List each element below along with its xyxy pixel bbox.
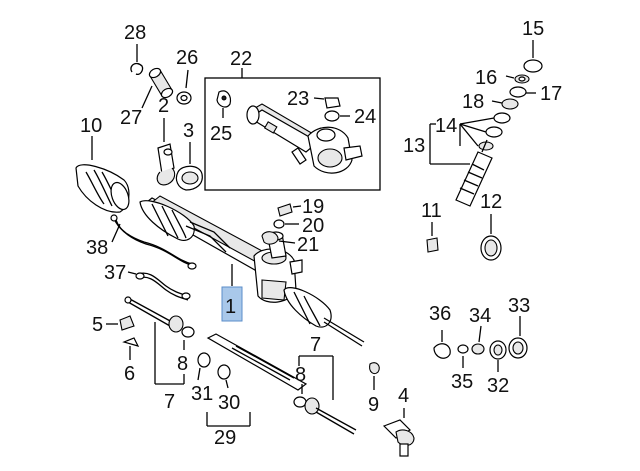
clip-6-part <box>122 337 140 360</box>
callout-22[interactable]: 22 <box>230 48 252 70</box>
pressure-line-38-part <box>110 214 197 270</box>
nut-16-part <box>505 74 530 84</box>
bracket-2-part <box>156 118 176 186</box>
bracket-3-part <box>175 142 203 191</box>
callout-2[interactable]: 2 <box>158 95 169 117</box>
callout-38[interactable]: 38 <box>86 237 108 259</box>
seal-23-part <box>313 97 341 109</box>
callout-24[interactable]: 24 <box>354 106 376 128</box>
callout-8-right[interactable]: 8 <box>295 364 306 386</box>
rack-housing-part <box>246 103 363 174</box>
callout-28[interactable]: 28 <box>124 22 146 44</box>
selected-callout-highlight <box>221 286 243 322</box>
callout-14[interactable]: 14 <box>435 115 457 137</box>
rack-assembly-part <box>139 195 365 347</box>
tie-rod-end-4-part <box>382 408 415 457</box>
callout-30[interactable]: 30 <box>218 392 240 414</box>
inner-tie-rod-right-part <box>293 396 357 435</box>
bellows-boot-10-part <box>75 136 130 213</box>
callout-8-left[interactable]: 8 <box>177 353 188 375</box>
callout-29[interactable]: 29 <box>214 427 236 449</box>
callout-26[interactable]: 26 <box>176 47 198 69</box>
callout-35[interactable]: 35 <box>451 371 473 393</box>
callout-1[interactable]: 1 <box>225 296 236 318</box>
bushing-27-part <box>141 67 174 109</box>
grommet-12-part <box>480 214 502 261</box>
snap-ring-28-part <box>130 44 144 76</box>
inner-tie-rod-left-part <box>124 296 173 327</box>
callout-6[interactable]: 6 <box>124 363 135 385</box>
washer-35-part <box>457 344 469 368</box>
seal-25-part <box>216 90 232 118</box>
callout-23[interactable]: 23 <box>287 88 309 110</box>
seal-36-part <box>433 330 451 359</box>
seal-24-part <box>324 110 350 122</box>
callout-3[interactable]: 3 <box>183 120 194 142</box>
callout-27[interactable]: 27 <box>120 107 142 129</box>
seal-21-part <box>261 231 296 245</box>
callout-36[interactable]: 36 <box>429 303 451 325</box>
callout-20[interactable]: 20 <box>302 215 324 237</box>
callout-10[interactable]: 10 <box>80 115 102 137</box>
callout-17[interactable]: 17 <box>540 83 562 105</box>
seal-31-part <box>197 352 211 381</box>
callout-18[interactable]: 18 <box>462 91 484 113</box>
return-line-37-part <box>127 271 191 301</box>
callout-16[interactable]: 16 <box>475 67 497 89</box>
inset-frame <box>204 77 381 191</box>
callout-4[interactable]: 4 <box>398 385 409 407</box>
callout-12[interactable]: 12 <box>480 191 502 213</box>
bearing-18-part <box>491 98 519 110</box>
cap-9-part <box>369 362 380 390</box>
ball-joint-left-part <box>168 315 195 350</box>
nut-34-part <box>471 325 485 355</box>
callout-5[interactable]: 5 <box>92 314 103 336</box>
callout-15[interactable]: 15 <box>522 18 544 40</box>
seals-14-part <box>459 112 511 151</box>
callout-21[interactable]: 21 <box>297 234 319 256</box>
callout-34[interactable]: 34 <box>469 305 491 327</box>
cap-15-part <box>523 40 543 73</box>
callout-11[interactable]: 11 <box>421 200 442 222</box>
nut-11-part <box>426 222 439 253</box>
callout-25[interactable]: 25 <box>210 123 232 145</box>
bushing-32-part <box>489 340 507 372</box>
callout-9[interactable]: 9 <box>368 394 379 416</box>
washer-26-part <box>176 69 192 105</box>
callout-33[interactable]: 33 <box>508 295 530 317</box>
washer-17-part <box>509 86 536 98</box>
rack-bar-29-part <box>206 333 308 391</box>
seal-19-part <box>277 203 302 217</box>
callout-7-left[interactable]: 7 <box>164 391 175 413</box>
callout-32[interactable]: 32 <box>487 375 509 397</box>
seal-33-part <box>508 316 528 359</box>
callout-31[interactable]: 31 <box>191 383 213 405</box>
callout-13[interactable]: 13 <box>403 135 425 157</box>
callout-37[interactable]: 37 <box>104 262 126 284</box>
callout-19[interactable]: 19 <box>302 196 324 218</box>
pinion-13-part <box>429 123 493 207</box>
seal-30-part <box>217 364 231 389</box>
callout-7-right[interactable]: 7 <box>310 334 321 356</box>
seal-20-part <box>273 219 299 229</box>
plug-5-part <box>106 315 135 331</box>
